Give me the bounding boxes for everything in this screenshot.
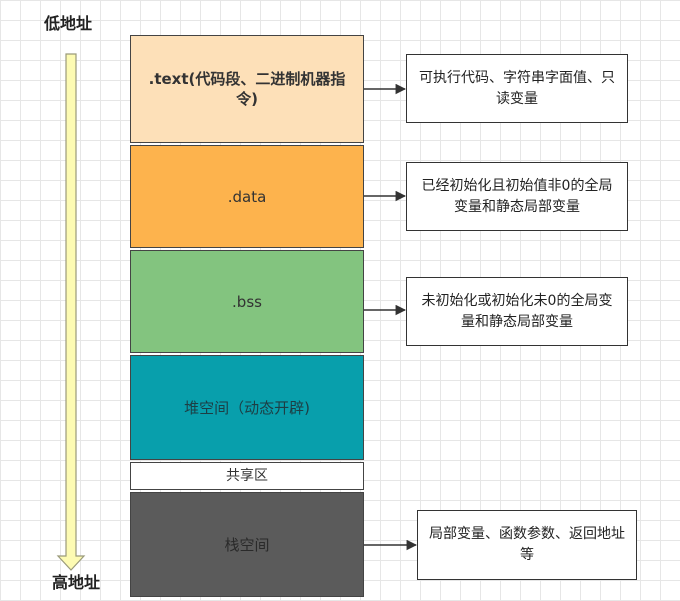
note-data-content: 已经初始化且初始值非0的全局变量和静态局部变量: [421, 177, 613, 215]
segment-shared-label: 共享区: [226, 468, 268, 484]
note-stack: 局部变量、函数参数、返回地址等: [417, 510, 637, 580]
segment-stack: 栈空间: [130, 492, 364, 597]
low-address-label: 低地址: [44, 14, 93, 33]
address-direction-arrow: [56, 53, 86, 571]
note-bss-content: 未初始化或初始化未0的全局变量和静态局部变量: [421, 292, 613, 330]
segment-data: .data: [130, 145, 364, 248]
segment-shared: 共享区: [130, 462, 364, 490]
segment-stack-label: 栈空间: [224, 535, 270, 554]
segment-bss: .bss: [130, 250, 364, 353]
note-bss: 未初始化或初始化未0的全局变量和静态局部变量: [406, 277, 628, 346]
high-address-label: 高地址: [52, 573, 101, 592]
note-stack-content: 局部变量、函数参数、返回地址等: [429, 526, 625, 563]
segment-bss-label: .bss: [232, 292, 262, 311]
note-text-content: 可执行代码、字符串字面值、只读变量: [419, 69, 615, 107]
segment-text-label: .text(代码段、二进制机器指令): [148, 70, 346, 108]
note-data: 已经初始化且初始值非0的全局变量和静态局部变量: [406, 162, 628, 231]
segment-text: .text(代码段、二进制机器指令): [130, 35, 364, 143]
note-text: 可执行代码、字符串字面值、只读变量: [406, 54, 628, 123]
segment-heap-label: 堆空间（动态开辟): [184, 398, 310, 417]
segment-heap: 堆空间（动态开辟): [130, 355, 364, 460]
segment-data-label: .data: [227, 187, 267, 206]
